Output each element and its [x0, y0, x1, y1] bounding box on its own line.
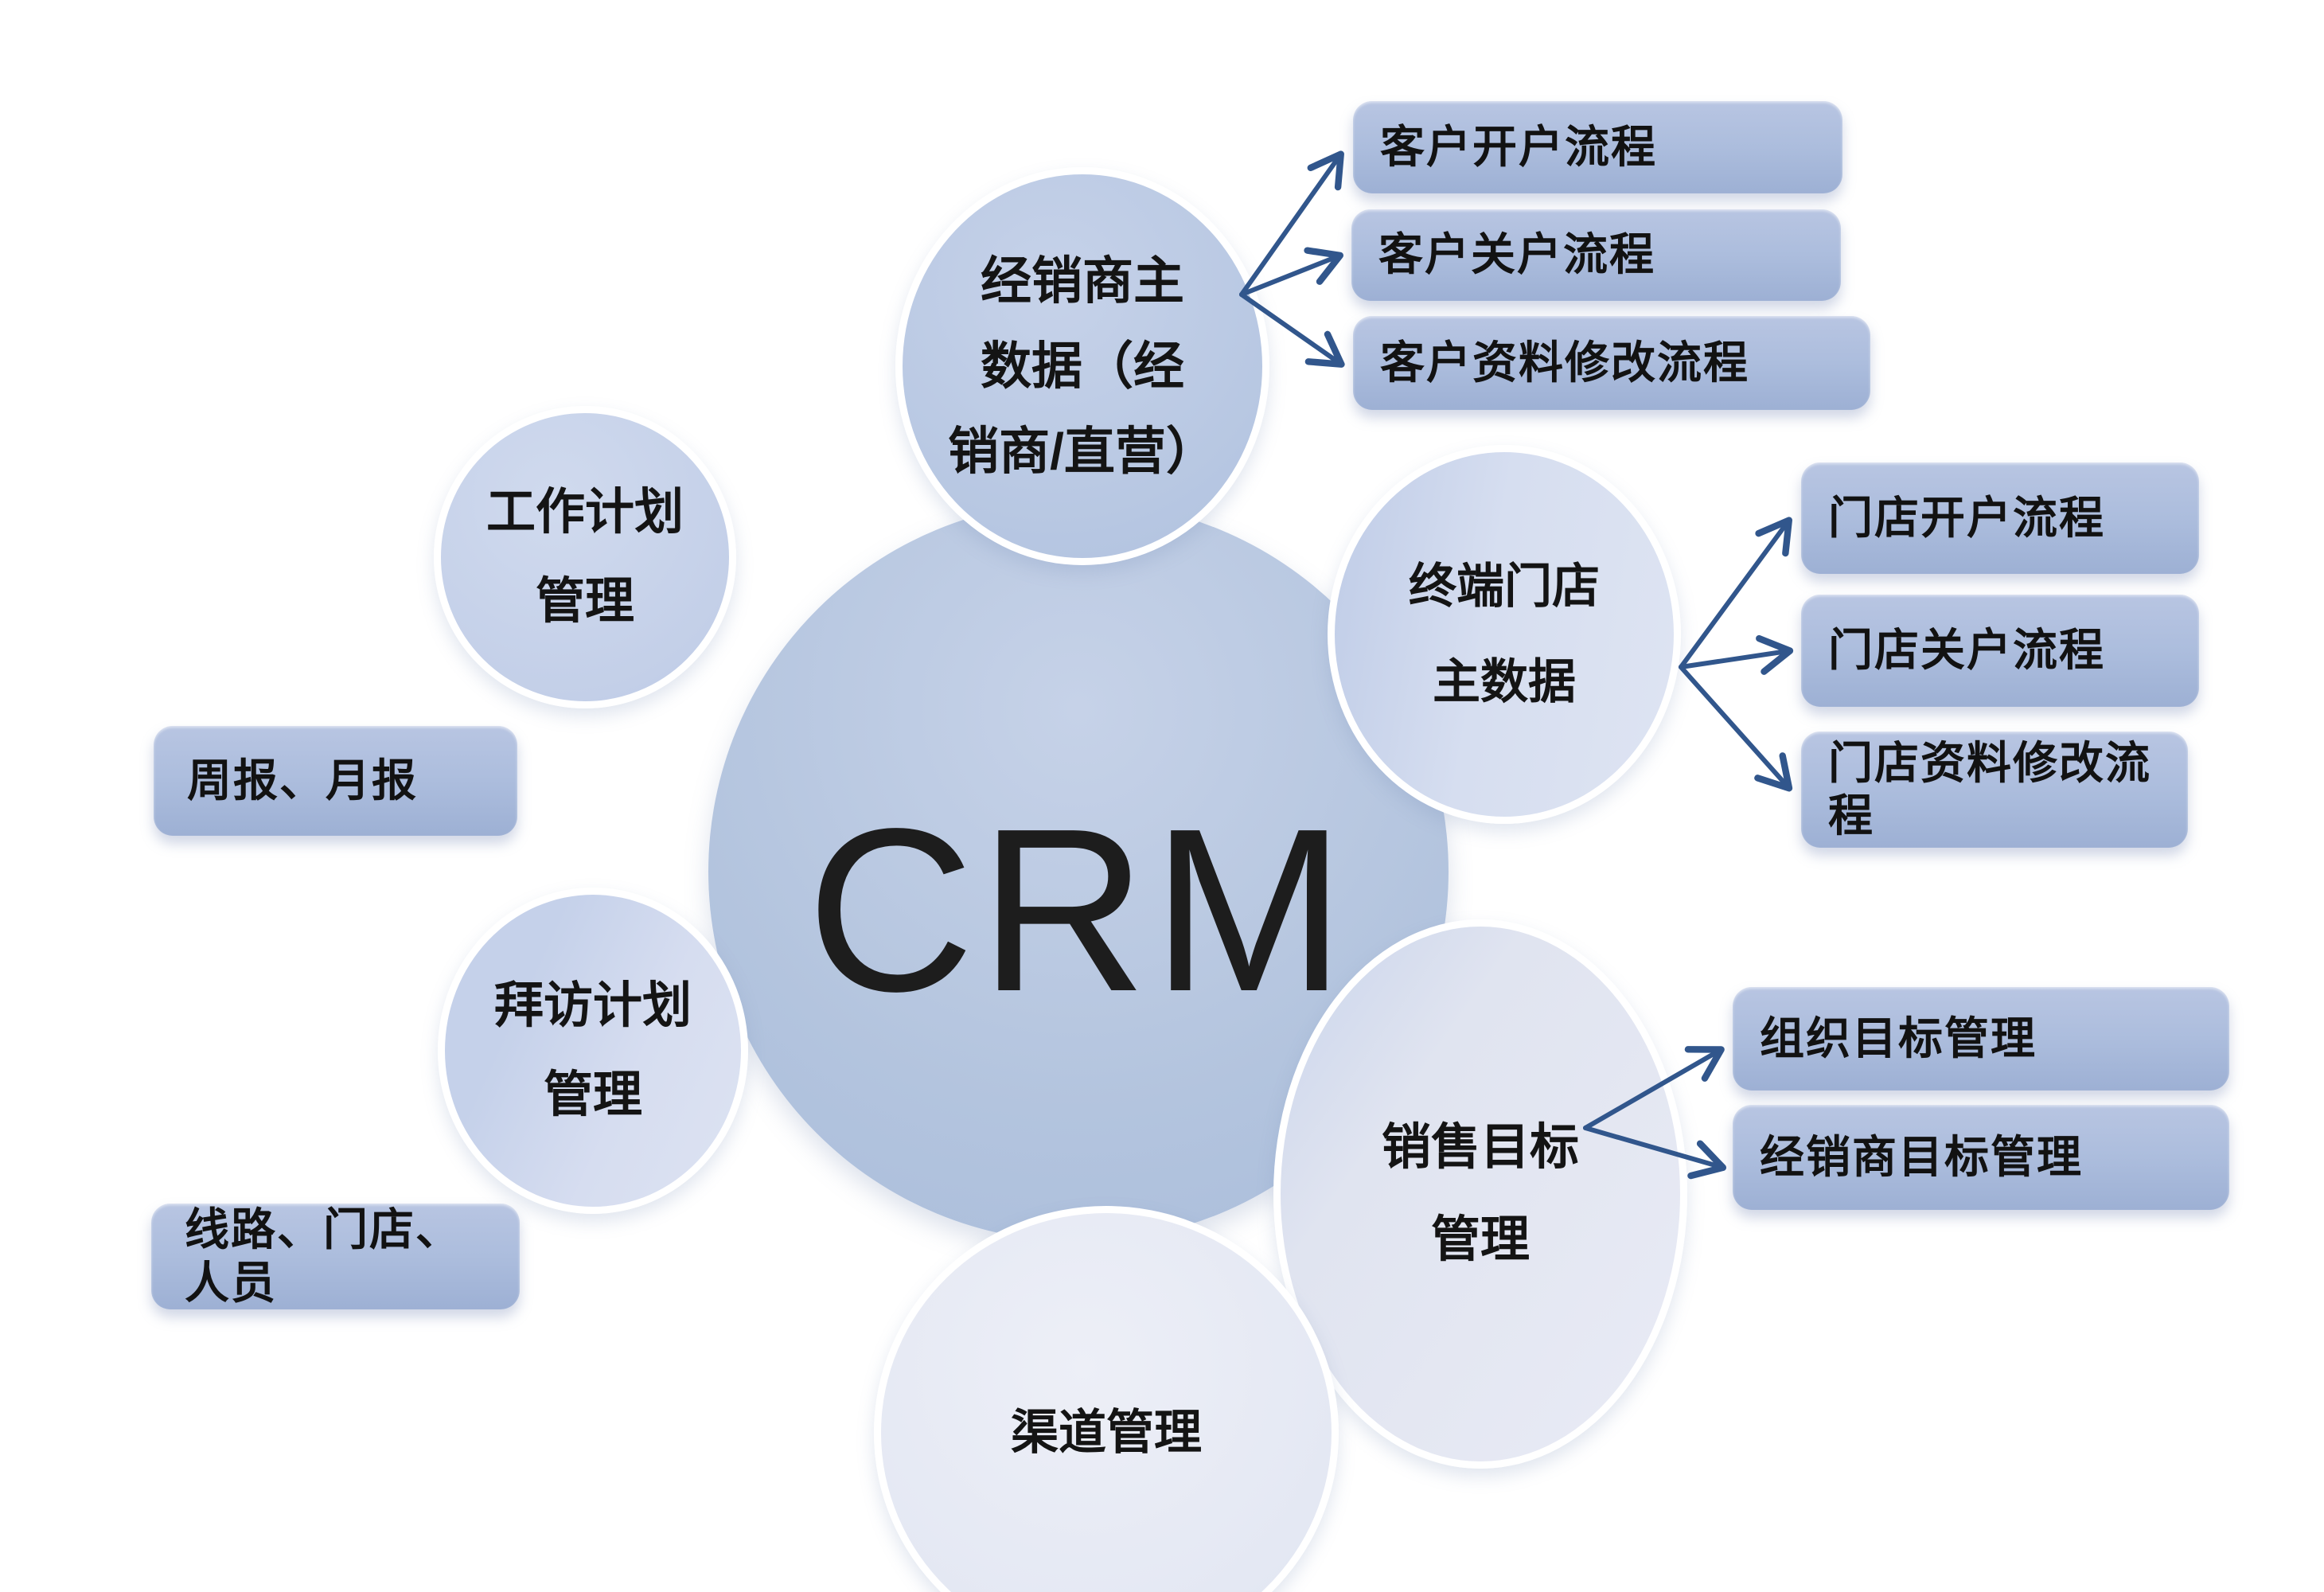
circle-sales-target-management: 销售目标 管理	[1273, 919, 1687, 1469]
box-org-target-label: 组织目标管理	[1760, 1013, 2037, 1063]
circle-visit-plan-management: 拜访计划 管理	[438, 888, 748, 1214]
circle-dealer-master-data: 经销商主 数据（经 销商/直营）	[895, 167, 1269, 565]
circle-work-plan-management: 工作计划 管理	[434, 406, 736, 708]
channel-line1: 渠道管理	[1011, 1406, 1202, 1459]
box-customer-modify-process: 客户资料修改流程	[1353, 316, 1870, 410]
box-route-store-people-label: 线路、门店、人员	[185, 1204, 462, 1308]
box-store-close-process: 门店关户流程	[1801, 595, 2199, 707]
sales-target-line2: 管理	[1430, 1212, 1530, 1267]
dealer-master-line1: 经销商主	[981, 252, 1184, 310]
box-customer-open-label: 客户开户流程	[1380, 121, 1657, 172]
visit-plan-line2: 管理	[543, 1067, 642, 1122]
box-store-open-process: 门店开户流程	[1801, 462, 2199, 574]
box-store-modify-process: 门店资料修改流程	[1801, 732, 2188, 848]
arrow-store-to-store-modify-icon	[1679, 665, 1793, 792]
box-org-target-management: 组织目标管理	[1733, 987, 2229, 1091]
box-store-open-label: 门店开户流程	[1828, 492, 2105, 543]
box-customer-modify-label: 客户资料修改流程	[1380, 337, 1749, 388]
arrow-dealer-to-customer-close-icon	[1239, 247, 1343, 297]
arrow-store-to-store-close-icon	[1679, 634, 1794, 675]
circle-terminal-store-master-data: 终端门店 主数据	[1328, 445, 1681, 824]
sales-target-line1: 销售目标	[1381, 1120, 1579, 1175]
circle-crm-center: CRM	[708, 501, 1449, 1242]
work-plan-line1: 工作计划	[485, 485, 684, 540]
box-store-close-label: 门店关户流程	[1828, 625, 2105, 676]
box-dealer-target-management: 经销商目标管理	[1733, 1105, 2229, 1210]
circle-channel-management: 渠道管理	[874, 1206, 1339, 1592]
arrow-dealer-to-customer-open-icon	[1239, 150, 1344, 297]
box-weekly-monthly-report: 周报、月报	[154, 726, 517, 836]
box-weekly-monthly-label: 周报、月报	[187, 755, 418, 806]
box-dealer-target-label: 经销商目标管理	[1760, 1131, 2083, 1182]
dealer-master-line3: 销商/直营）	[948, 422, 1217, 480]
box-customer-close-label: 客户关户流程	[1378, 229, 1655, 280]
box-customer-open-process: 客户开户流程	[1353, 101, 1842, 193]
box-route-store-people: 线路、门店、人员	[151, 1204, 520, 1309]
visit-plan-line1: 拜访计划	[493, 978, 692, 1033]
box-customer-close-process: 客户关户流程	[1351, 209, 1841, 301]
work-plan-line2: 管理	[535, 574, 634, 629]
box-store-modify-label: 门店资料修改流程	[1828, 737, 2151, 841]
arrow-store-to-store-open-icon	[1679, 517, 1792, 669]
store-master-line2: 主数据	[1433, 655, 1576, 708]
store-master-line1: 终端门店	[1409, 560, 1600, 613]
crm-label: CRM	[806, 780, 1351, 1040]
dealer-master-line2: 数据（经	[981, 337, 1184, 395]
